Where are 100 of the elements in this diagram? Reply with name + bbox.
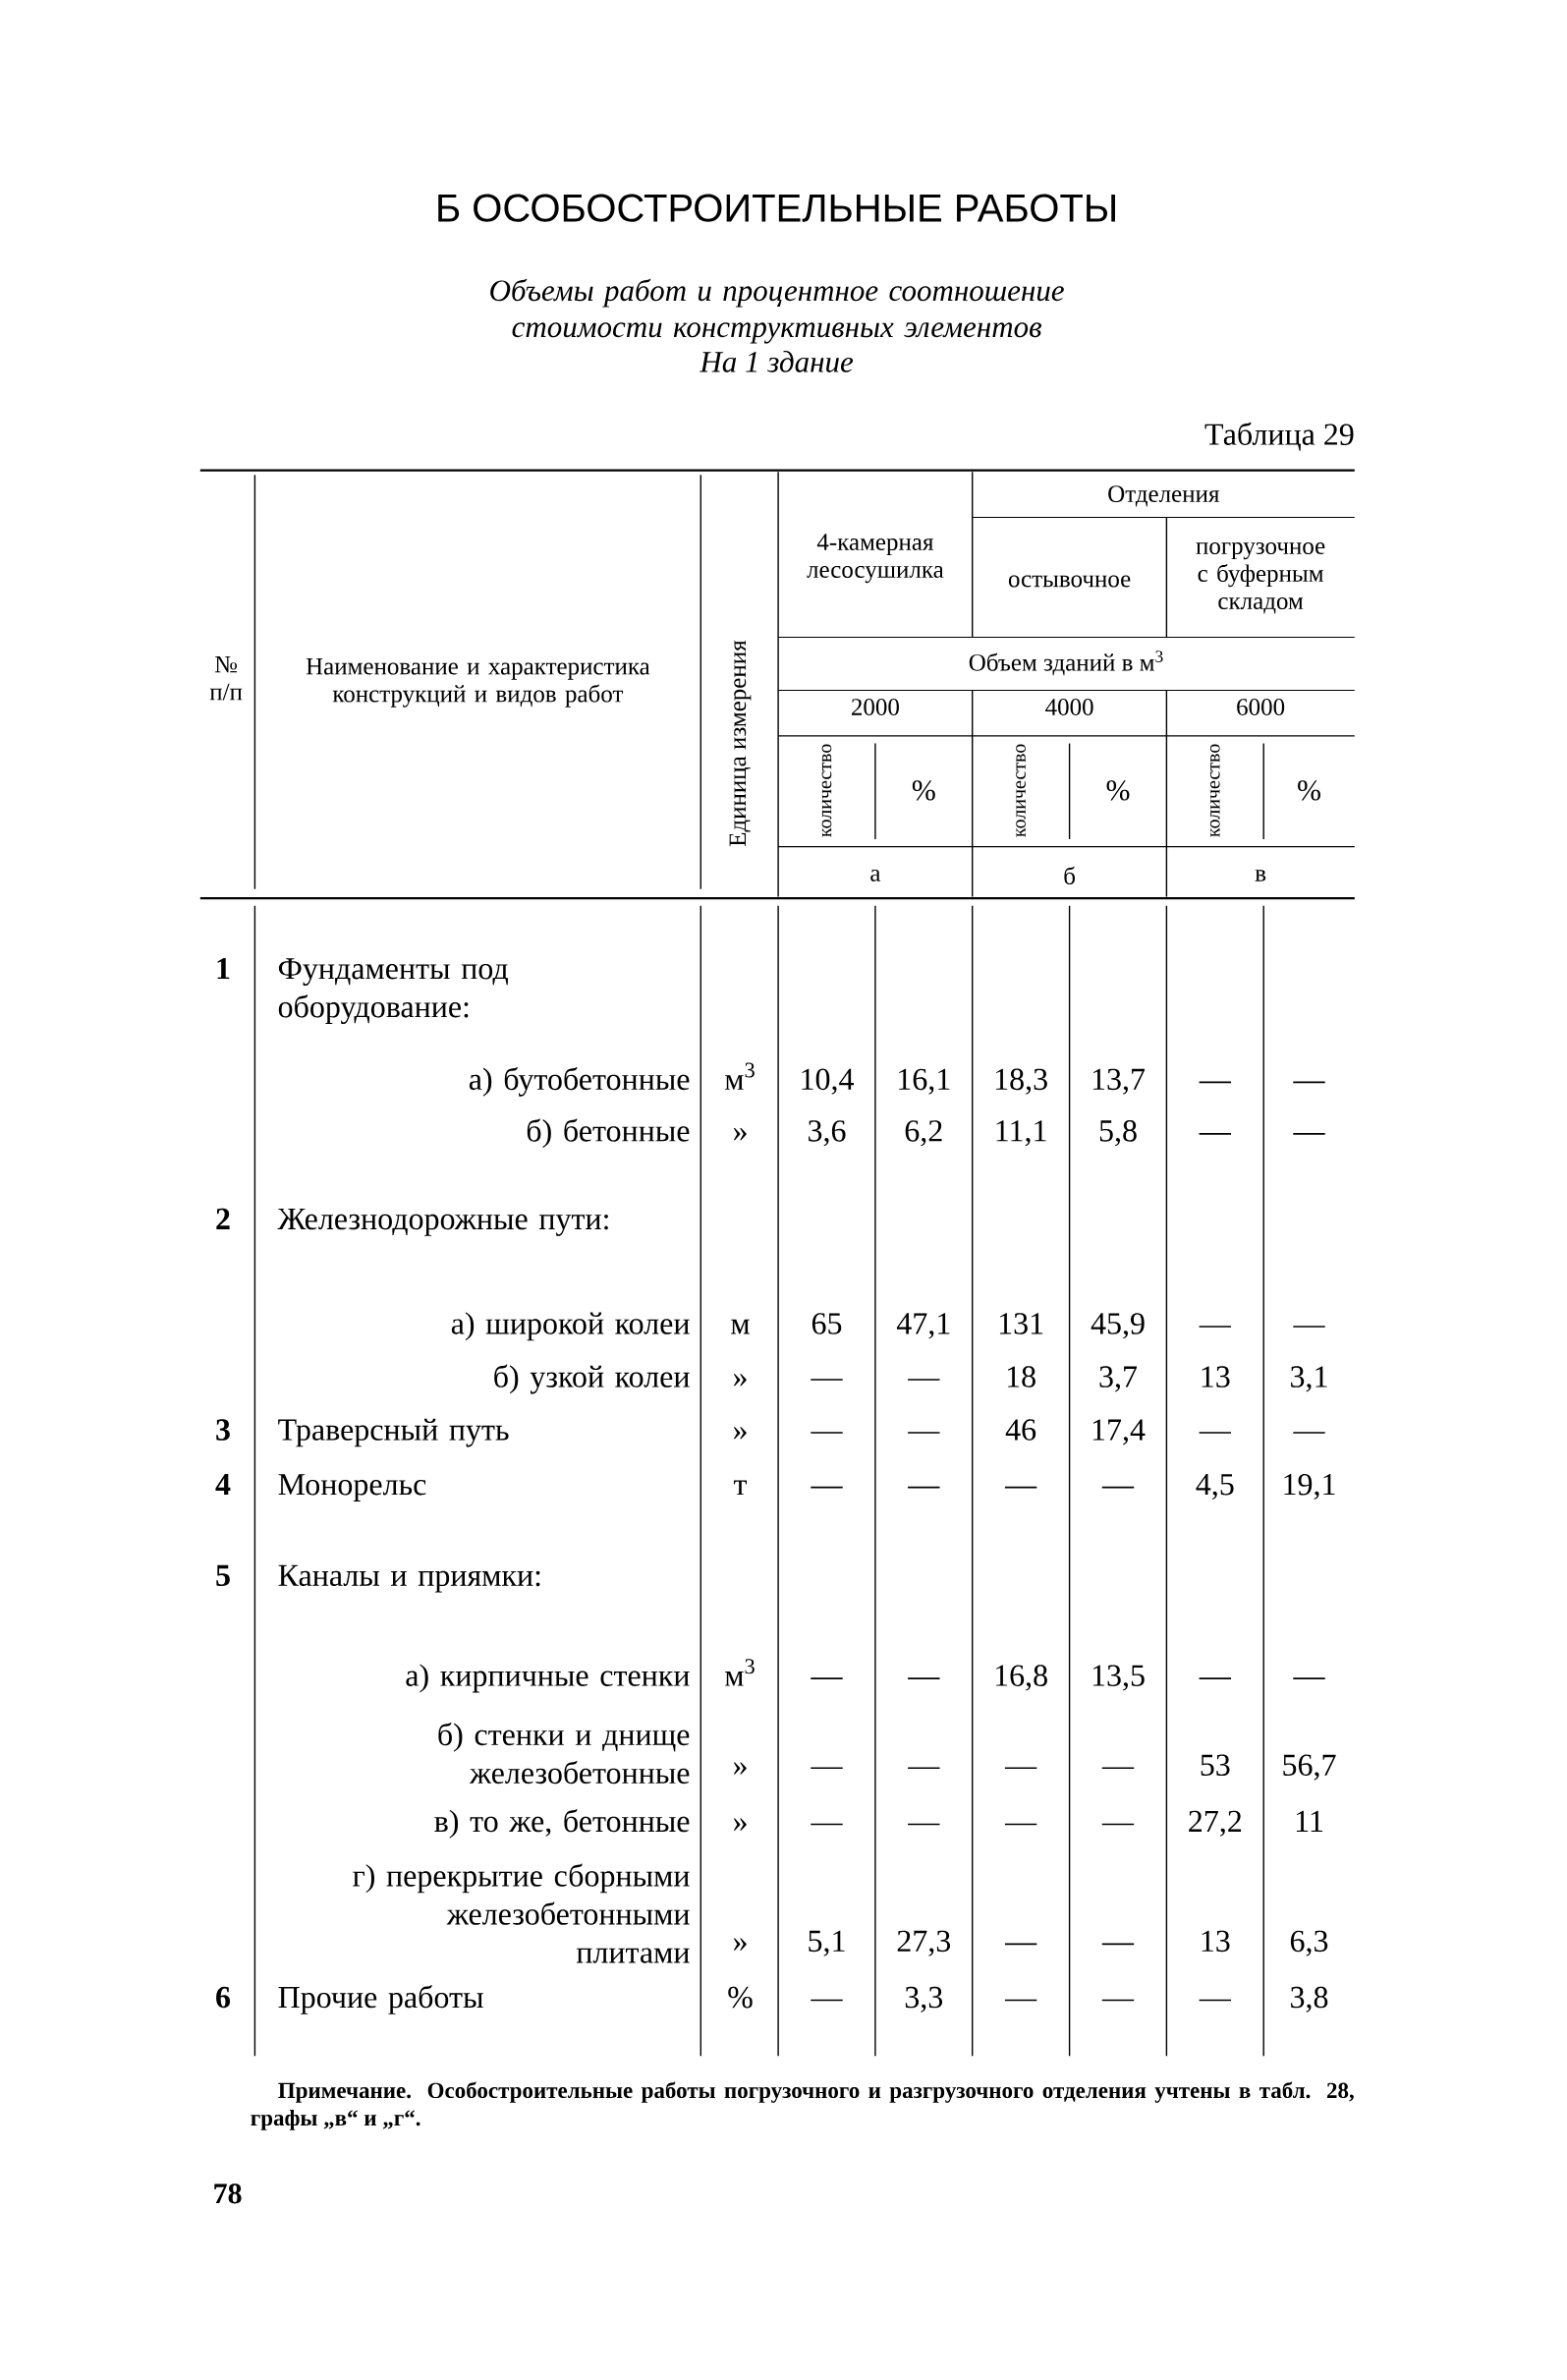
row-number: 4 <box>215 1474 231 1496</box>
value-cell: — <box>1199 1081 1231 1084</box>
unit-cell: » <box>733 1374 747 1387</box>
value-cell: 11,1 <box>996 1120 1046 1147</box>
column-header: 4-камерная лесосушилка <box>807 534 944 584</box>
row-label: Фундаменты под оборудование: <box>278 958 508 1024</box>
value-cell: — <box>1293 1133 1325 1135</box>
value-cell: — <box>908 1823 940 1826</box>
row-number: 3 <box>216 1419 230 1441</box>
value-cell: — <box>1199 1133 1231 1135</box>
value-cell: 53 <box>1201 1754 1230 1777</box>
column-header: % <box>1298 780 1320 801</box>
row-label: Прочие работы <box>278 1985 483 2014</box>
column-header: Отделения <box>1108 485 1219 507</box>
column-header: в <box>1255 870 1266 881</box>
row-label: в) то же, бетонные <box>434 1809 690 1839</box>
unit-cell: » <box>733 1128 747 1141</box>
column-header: количество <box>1016 744 1026 837</box>
value-cell: 131 <box>999 1313 1043 1334</box>
value-cell: — <box>811 1486 843 1489</box>
value-cell: — <box>1004 1999 1037 2002</box>
unit-cell: м$^{3}$ <box>725 1062 755 1090</box>
footnote: Примечание. Особостроительные работы погрузочного и разгрузочного отделения учтены в табл. 28, графы „в“ и „г“. <box>251 2081 1354 2130</box>
value-cell: — <box>1101 1823 1135 1826</box>
column-header: 2000 <box>852 699 899 715</box>
value-cell: 13,7 <box>1092 1068 1146 1095</box>
value-cell: 5,8 <box>1099 1120 1137 1147</box>
column-header: 6000 <box>1237 699 1285 715</box>
row-label: б) бетонные <box>527 1118 690 1149</box>
row-label: Траверсный путь <box>278 1418 509 1447</box>
value-cell: 19,1 <box>1284 1473 1335 1501</box>
column-header: Наименование и характеристика конструкций и видов работ <box>306 657 650 708</box>
row-label: г) перекрытие сборными железобетонными плитами <box>353 1863 690 1963</box>
column-header: 4000 <box>1045 699 1093 715</box>
value-cell: 17,4 <box>1092 1419 1146 1445</box>
unit-cell: » <box>733 1938 747 1951</box>
value-cell: 3,3 <box>905 1986 943 2012</box>
value-cell: 16,8 <box>995 1665 1047 1691</box>
value-cell: — <box>1293 1432 1325 1434</box>
value-cell: — <box>1101 1943 1135 1946</box>
value-cell: 56,7 <box>1283 1754 1336 1781</box>
value-cell: — <box>1101 1486 1135 1489</box>
subtitle: На 1 здание <box>700 351 854 372</box>
column-header: остывочное <box>1008 575 1131 588</box>
value-cell: 45,9 <box>1091 1313 1145 1339</box>
value-cell: 13 <box>1202 1366 1230 1388</box>
value-cell: — <box>1199 1326 1231 1328</box>
subtitle: Объемы работ и процентное соотношение стоимости конструктивных элементов <box>490 278 1064 344</box>
value-cell: 11 <box>1296 1810 1322 1832</box>
value-cell: 16,1 <box>899 1068 950 1095</box>
value-cell: 13,5 <box>1092 1665 1145 1691</box>
row-label: Каналы и приямки: <box>278 1564 540 1593</box>
value-cell: 47,1 <box>896 1313 950 1339</box>
value-cell: — <box>1101 1767 1135 1770</box>
value-cell: — <box>811 1823 843 1826</box>
value-cell: — <box>1199 1999 1231 2002</box>
unit-cell: » <box>733 1762 747 1775</box>
value-cell: 27,2 <box>1189 1810 1242 1837</box>
unit-cell: м$^{3}$ <box>725 1659 755 1686</box>
row-number: 2 <box>216 1208 230 1229</box>
row-label: Монорельс <box>278 1474 426 1502</box>
row-label: а) бутобетонные <box>469 1066 690 1097</box>
column-header: Единица измерения <box>729 640 752 847</box>
row-label: а) широкой колеи <box>451 1312 690 1341</box>
value-cell: — <box>908 1486 940 1489</box>
unit-cell: » <box>733 1427 747 1440</box>
value-cell: — <box>1101 1999 1135 2002</box>
row-label: а) кирпичные стенки <box>406 1664 690 1693</box>
value-cell: 13 <box>1202 1930 1230 1953</box>
column-header: погрузочное с буферным складом <box>1196 542 1325 614</box>
row-number: 6 <box>216 1986 231 2009</box>
value-cell: 3,7 <box>1099 1366 1138 1392</box>
value-cell: 6,3 <box>1290 1930 1328 1956</box>
value-cell: — <box>811 1767 843 1770</box>
value-cell: 4,5 <box>1196 1474 1234 1501</box>
unit-cell: м <box>731 1319 750 1334</box>
value-cell: — <box>1004 1767 1037 1770</box>
value-cell: 27,3 <box>897 1930 951 1956</box>
value-cell: — <box>1199 1432 1231 1434</box>
unit-cell: % <box>728 1986 753 2009</box>
row-label: Железнодорожные пути: <box>277 1208 608 1236</box>
value-cell: — <box>1293 1677 1325 1679</box>
value-cell: — <box>908 1432 940 1434</box>
page-heading: Б ОСОБОСТРОИТЕЛЬНЫЕ РАБОТЫ <box>438 194 1115 222</box>
value-cell: 6,2 <box>905 1120 942 1147</box>
value-cell: 18,3 <box>995 1068 1047 1095</box>
column-header: % <box>912 780 935 801</box>
value-cell: — <box>908 1379 940 1381</box>
value-cell: 10,4 <box>802 1068 854 1095</box>
unit-cell: т <box>734 1480 748 1496</box>
value-cell: 5,1 <box>809 1930 845 1956</box>
row-label: б) узкой колеи <box>494 1364 690 1394</box>
value-cell: — <box>1004 1486 1037 1489</box>
page-number: 78 <box>214 2183 242 2204</box>
value-cell: 3,8 <box>1291 1986 1328 2012</box>
column-header: б <box>1064 866 1075 884</box>
column-header: % <box>1106 780 1130 801</box>
row-number: 1 <box>217 958 230 980</box>
value-cell: 3,6 <box>809 1120 846 1147</box>
column-header: количество <box>821 744 832 837</box>
